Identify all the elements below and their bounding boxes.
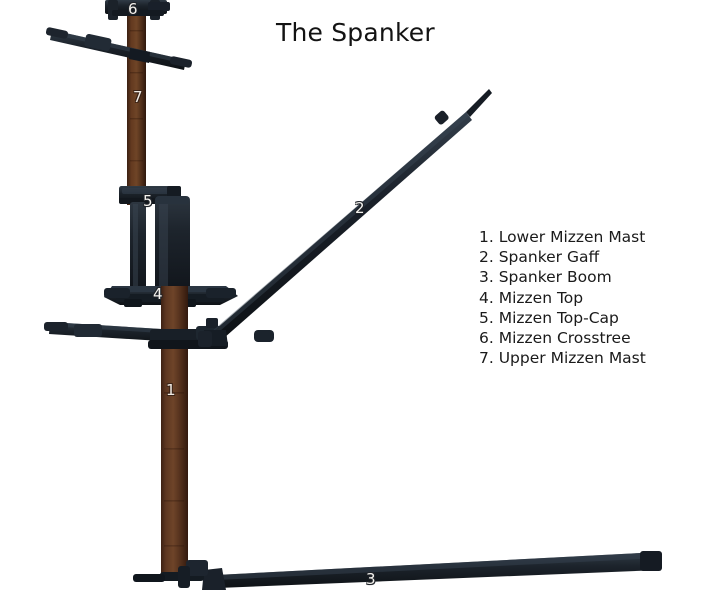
page-title: The Spanker [276,18,435,47]
upper-mizzen-mast-part [127,0,146,205]
legend-item-2: 2. Spanker Gaff [479,248,600,267]
upper-mizzen-yard [45,27,193,70]
mizzen-topmast-doubling [130,196,190,296]
spanker-boom-part [133,551,662,590]
legend-item-6: 6. Mizzen Crosstree [479,329,631,348]
legend-list: 1. Lower Mizzen Mast 2. Spanker Gaff 3. … [479,227,646,368]
mizzen-crosstree-part [105,0,170,20]
legend-item-7: 7. Upper Mizzen Mast [479,349,646,368]
legend-item-1: 1. Lower Mizzen Mast [479,228,646,246]
legend-item-5: 5. Mizzen Top-Cap [479,308,619,327]
spanker-gaff-part [198,89,492,347]
legend-item-3: 3. Spanker Boom [479,268,612,287]
legend-item-4: 4. Mizzen Top [479,288,584,307]
